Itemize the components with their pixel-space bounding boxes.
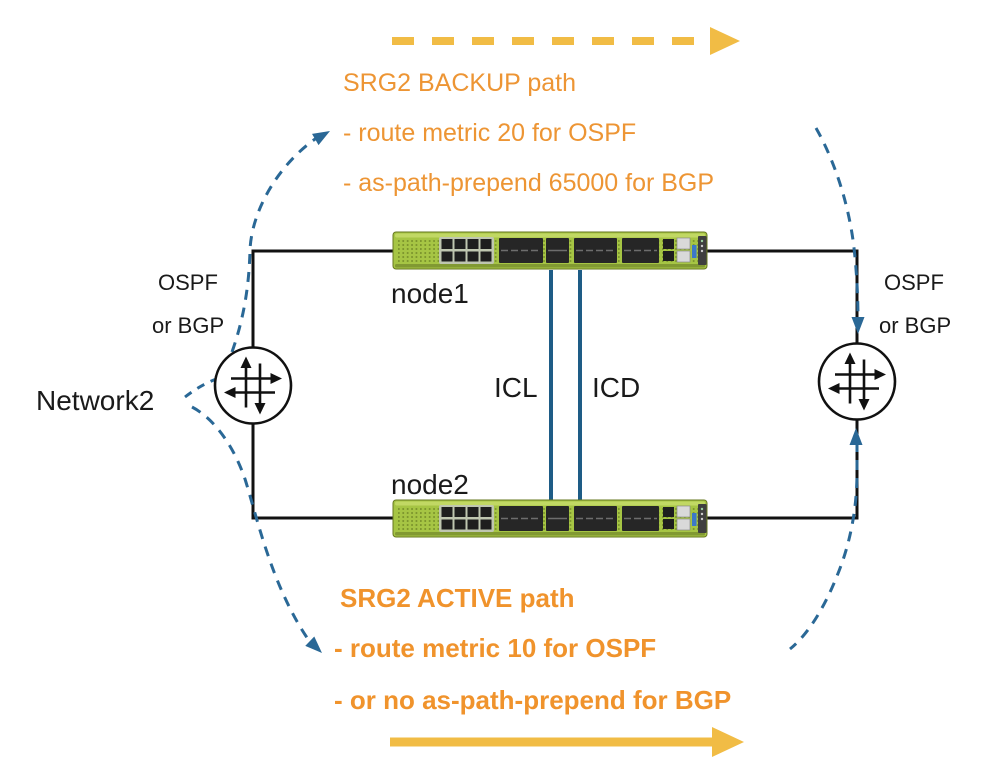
node2-label: node2 <box>391 469 469 500</box>
left-protocol-line1: OSPF <box>158 270 218 295</box>
active-route-curve-left <box>191 405 312 643</box>
backup-route-curve-left <box>230 135 319 353</box>
backup-route-curve-right-arrowhead <box>851 317 865 334</box>
link-left-router-node2 <box>251 423 393 520</box>
node1-label: node1 <box>391 278 469 309</box>
active-route-curve-left-arrowhead <box>305 636 322 653</box>
right-protocol-line2: or BGP <box>879 313 951 338</box>
left-protocol-line2: or BGP <box>152 313 224 338</box>
active-arrow-head <box>712 727 744 757</box>
active-route-curve-right-arrowhead <box>849 428 863 445</box>
active-path-detail2: - or no as-path-prepend for BGP <box>334 685 731 715</box>
left-router-icon <box>213 346 293 425</box>
backup-arrow-head <box>710 27 740 55</box>
icl-label: ICL <box>494 372 538 403</box>
active-route-curve-right <box>789 442 859 651</box>
link-right-router-node2 <box>707 419 859 520</box>
network2-label: Network2 <box>36 385 154 416</box>
backup-path-detail1: - route metric 20 for OSPF <box>343 119 636 147</box>
network2-brace-dash <box>184 375 223 399</box>
backup-path-title: SRG2 BACKUP path <box>343 69 576 97</box>
icd-label: ICD <box>592 372 640 403</box>
active-path-detail1: - route metric 10 for OSPF <box>334 633 656 663</box>
active-path-arrow <box>390 727 744 757</box>
backup-path-detail2: - as-path-prepend 65000 for BGP <box>343 169 714 197</box>
right-router-icon <box>817 342 897 421</box>
node2-switch <box>392 499 708 538</box>
backup-path-arrow <box>392 27 740 55</box>
backup-route-curve-left-arrowhead <box>312 131 330 146</box>
active-path-title: SRG2 ACTIVE path <box>340 583 575 613</box>
node1-switch <box>392 231 708 270</box>
link-node1-left-router <box>251 249 393 348</box>
link-node1-right-router <box>707 249 859 344</box>
right-protocol-line1: OSPF <box>884 270 944 295</box>
backup-route-curve-right <box>814 127 860 321</box>
